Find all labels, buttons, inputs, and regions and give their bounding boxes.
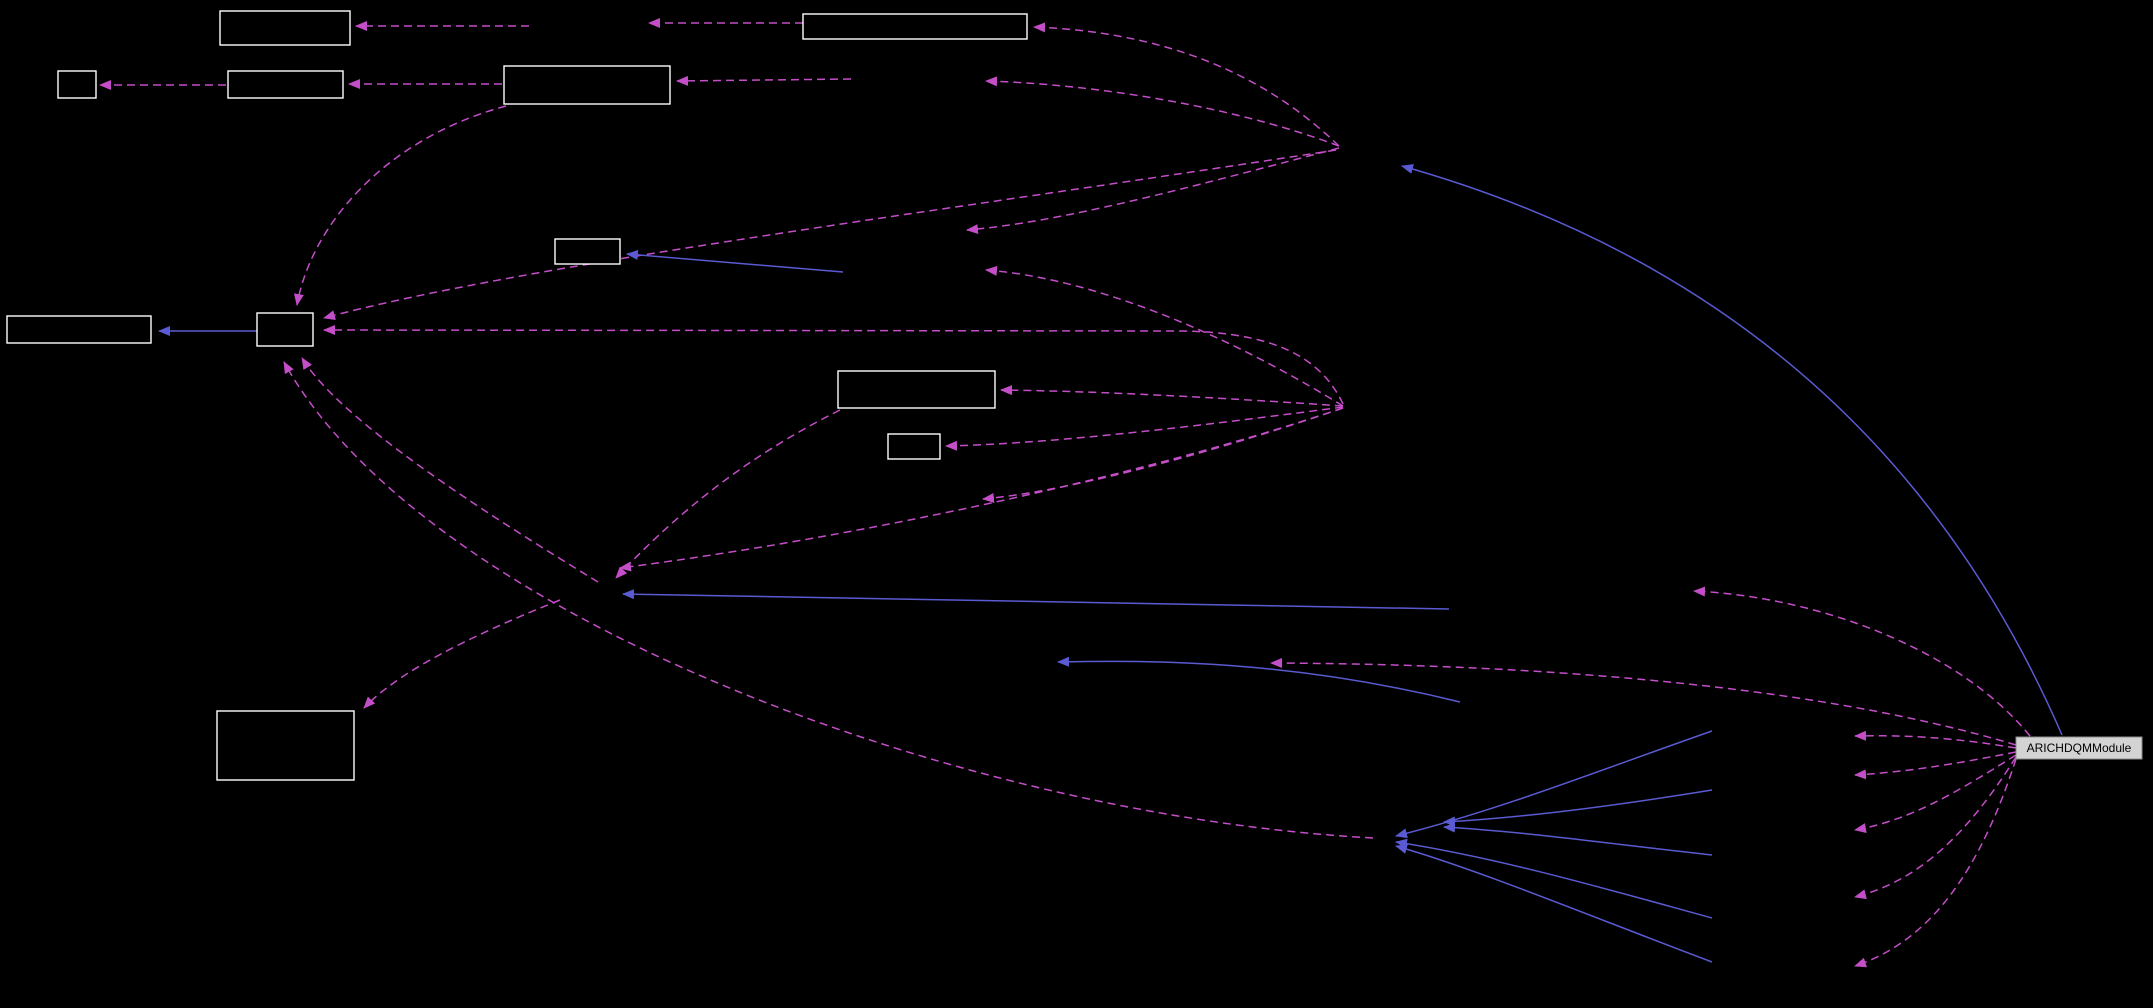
dashed-edge xyxy=(301,357,599,583)
unlabeled-node-5[interactable] xyxy=(503,65,671,105)
unlabeled-node-6[interactable] xyxy=(554,238,621,265)
dashed-edge xyxy=(982,407,1344,503)
dashed-edge xyxy=(615,409,841,579)
unlabeled-node-10[interactable] xyxy=(887,433,941,460)
dashed-edge xyxy=(985,265,1344,407)
dashed-edge xyxy=(1033,22,1340,147)
solid-edge xyxy=(1395,844,1713,963)
dashed-edge xyxy=(293,105,507,306)
dashed-edge xyxy=(1270,658,2017,746)
dashed-edge xyxy=(363,599,561,709)
dashed-edge xyxy=(323,149,1337,320)
solid-edge xyxy=(622,589,1450,610)
dashed-edge xyxy=(676,75,852,86)
solid-edge xyxy=(1443,789,1713,827)
unlabeled-node-8[interactable] xyxy=(256,312,314,347)
dashed-edge xyxy=(945,406,1344,451)
dashed-edge xyxy=(1854,751,2017,780)
solid-edge xyxy=(1395,730,1713,839)
unlabeled-node-9[interactable] xyxy=(837,370,996,409)
dashed-edge xyxy=(966,147,1340,235)
dashed-edge xyxy=(1854,730,2017,749)
dashed-edge xyxy=(1693,586,2031,737)
unlabeled-node-1[interactable] xyxy=(219,10,351,46)
unlabeled-node-2[interactable] xyxy=(802,13,1028,40)
dashed-edge xyxy=(323,325,1344,405)
solid-edge xyxy=(1057,656,1461,703)
dashed-edge xyxy=(1854,758,2017,968)
arichdqmmodule-label: ARICHDQMModule xyxy=(2027,741,2132,755)
dashed-edge xyxy=(1000,385,1344,407)
graph-nodes xyxy=(6,10,1028,781)
unlabeled-node-4[interactable] xyxy=(227,70,344,99)
solid-edge xyxy=(626,249,844,273)
unlabeled-node-3[interactable] xyxy=(57,70,97,99)
solid-edge xyxy=(1443,822,1713,856)
dashed-edge xyxy=(985,76,1340,147)
unlabeled-node-11[interactable] xyxy=(216,710,355,781)
usage-edges xyxy=(99,18,2031,968)
node-arichdqmmodule[interactable]: ARICHDQMModule xyxy=(2015,736,2143,760)
solid-edge xyxy=(1401,164,2063,736)
dashed-edge xyxy=(1854,756,2017,900)
reference-edges xyxy=(158,164,2063,963)
dashed-edge xyxy=(1854,754,2017,834)
solid-edge xyxy=(1395,838,1713,919)
arichdqmmodule-box[interactable] xyxy=(2015,736,2143,760)
unlabeled-node-7[interactable] xyxy=(6,315,152,344)
dashed-edge xyxy=(283,361,1374,839)
dashed-edge xyxy=(619,407,1344,572)
